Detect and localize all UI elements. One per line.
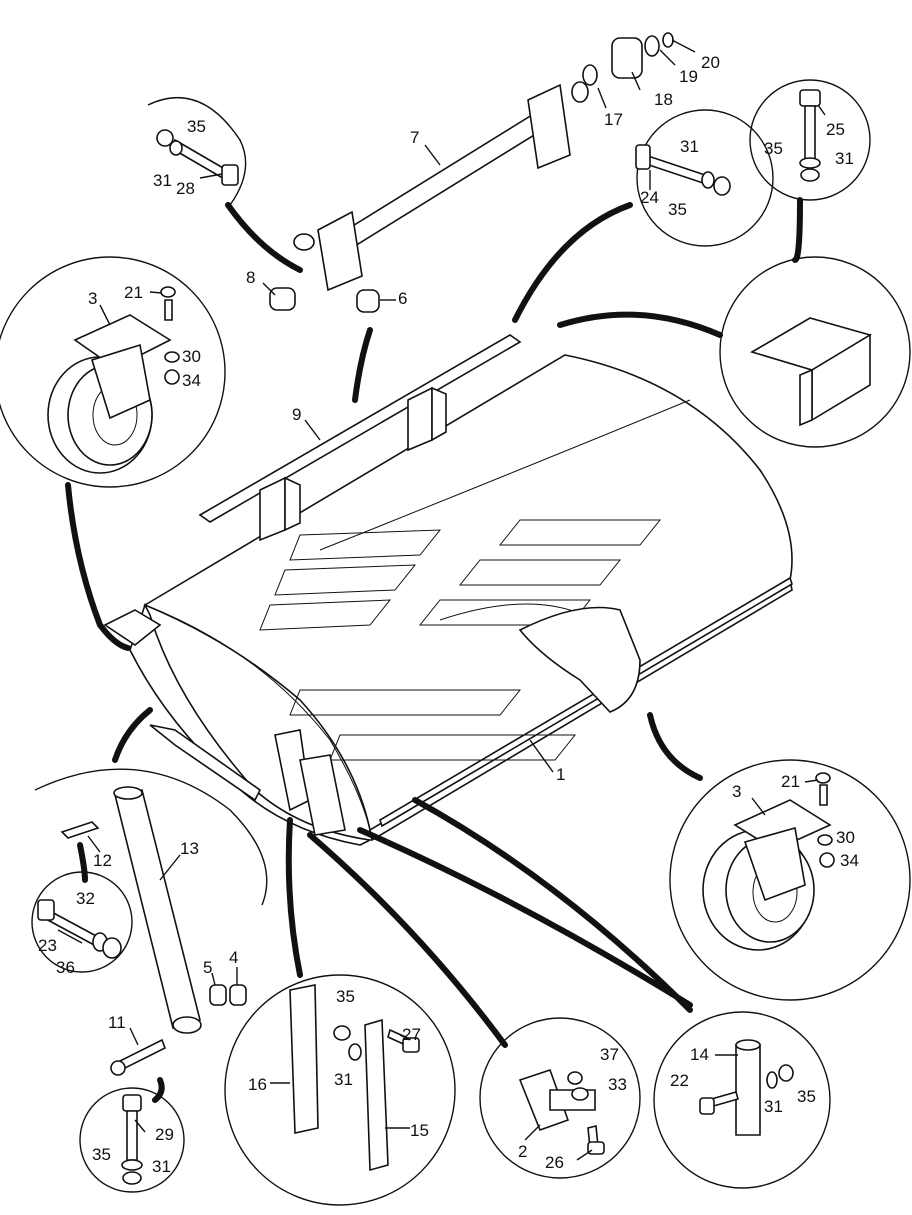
label-12: 12 — [93, 851, 112, 870]
label-35-e: 35 — [797, 1087, 816, 1106]
label-2: 2 — [518, 1142, 527, 1161]
label-18: 18 — [654, 90, 673, 109]
bolt-set-24 — [635, 144, 731, 196]
leader-lines — [57, 39, 826, 1161]
connector-lines — [65, 197, 803, 1103]
label-21-left: 21 — [124, 283, 143, 302]
label-31-f: 31 — [152, 1157, 171, 1176]
label-25: 25 — [826, 120, 845, 139]
label-16: 16 — [248, 1075, 267, 1094]
callout-bolt-24 — [636, 109, 774, 247]
label-35-b: 35 — [668, 200, 687, 219]
hood-body — [103, 354, 793, 846]
label-32: 32 — [76, 889, 95, 908]
label-31-a: 31 — [153, 171, 172, 190]
label-20: 20 — [701, 53, 720, 72]
label-37: 37 — [600, 1045, 619, 1064]
label-36: 36 — [56, 958, 75, 977]
label-1: 1 — [556, 765, 565, 784]
label-35-c: 35 — [764, 139, 783, 158]
callout-caster-left — [0, 256, 226, 488]
angle-bracket — [750, 317, 872, 427]
label-14: 14 — [690, 1045, 709, 1064]
brackets-15-16 — [289, 984, 420, 1172]
bolt-set-23 — [37, 899, 122, 959]
label-31-d: 31 — [334, 1070, 353, 1089]
bolt-set-25 — [799, 89, 821, 182]
label-9: 9 — [292, 405, 301, 424]
label-27: 27 — [402, 1025, 421, 1044]
label-13: 13 — [180, 839, 199, 858]
label-35-d: 35 — [336, 987, 355, 1006]
label-7: 7 — [410, 128, 419, 147]
caster-right — [702, 772, 835, 951]
bolt-set-29 — [121, 1094, 143, 1185]
label-11: 11 — [108, 1013, 126, 1032]
label-31-e: 31 — [764, 1097, 783, 1116]
label-35-f: 35 — [92, 1145, 111, 1164]
label-34-right: 34 — [840, 851, 859, 870]
label-31-b: 31 — [680, 137, 699, 156]
callout-angle-bracket — [719, 256, 911, 448]
label-15: 15 — [410, 1121, 429, 1140]
label-31-c: 31 — [835, 149, 854, 168]
label-29: 29 — [155, 1125, 174, 1144]
callout-caster-right — [669, 759, 911, 1001]
bushing-8 — [269, 287, 296, 311]
callout-bracket-2 — [479, 1017, 641, 1179]
label-35-a: 35 — [187, 117, 206, 136]
label-26: 26 — [545, 1153, 564, 1172]
label-21-right: 21 — [781, 772, 800, 791]
shaft-7 — [269, 32, 674, 313]
label-3-right: 3 — [732, 782, 741, 801]
label-33: 33 — [608, 1075, 627, 1094]
label-3-left: 3 — [88, 289, 97, 308]
label-8: 8 — [246, 268, 255, 287]
label-28: 28 — [176, 179, 195, 198]
callout-bolt-29 — [79, 1087, 185, 1193]
callout-bolt-28 — [147, 96, 247, 206]
label-30-right: 30 — [836, 828, 855, 847]
label-34-left: 34 — [182, 371, 201, 390]
part-labels: 1 2 3 3 4 5 6 7 8 9 11 12 13 14 15 16 17… — [38, 53, 859, 1176]
label-30-left: 30 — [182, 347, 201, 366]
bracket-2-set — [518, 1068, 605, 1155]
callout-bolt-25 — [749, 79, 871, 201]
label-4: 4 — [229, 948, 238, 967]
callout-post-13 — [34, 768, 268, 906]
post-13-set — [60, 786, 247, 1076]
label-5: 5 — [203, 958, 212, 977]
bushing-6 — [356, 289, 380, 313]
label-6: 6 — [398, 289, 407, 308]
label-22: 22 — [670, 1071, 689, 1090]
post-14-set — [699, 1039, 794, 1136]
label-24: 24 — [640, 188, 659, 207]
label-19: 19 — [679, 67, 698, 86]
caster-left — [47, 286, 180, 474]
bolt-set-28 — [156, 129, 239, 186]
label-17: 17 — [604, 110, 623, 129]
bracket-bar-9 — [198, 334, 522, 542]
callout-post-14 — [653, 1011, 831, 1189]
callout-brackets-15-16 — [224, 974, 456, 1206]
label-23: 23 — [38, 936, 57, 955]
